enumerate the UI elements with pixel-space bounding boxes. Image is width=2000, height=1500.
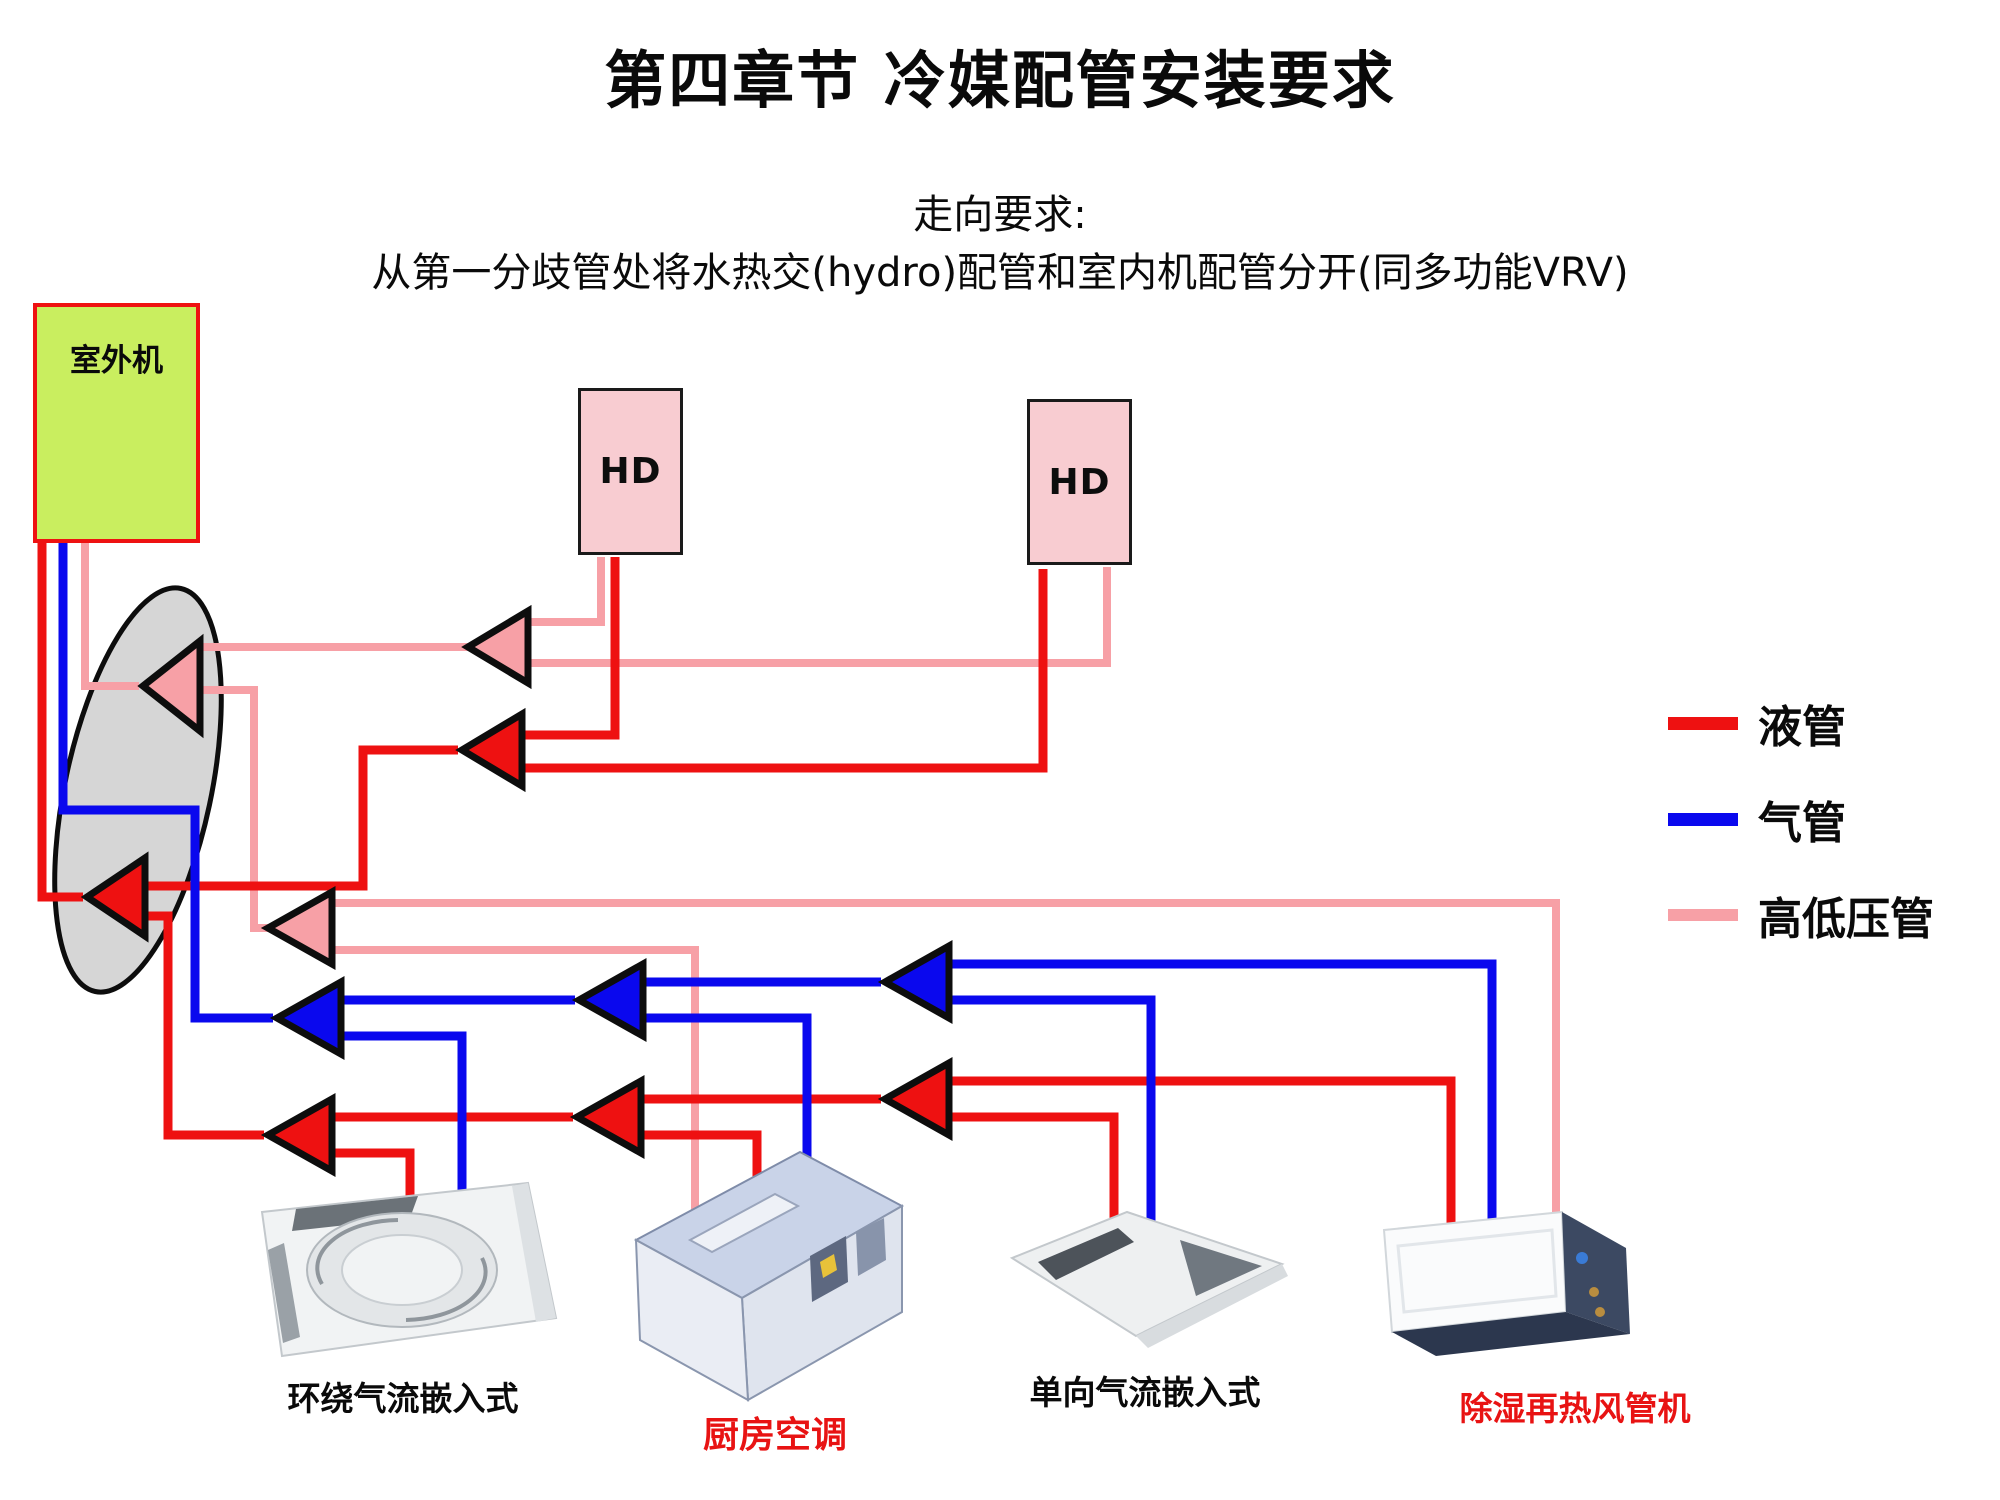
hplp-trunk [81, 543, 139, 690]
subtitle-line1: 走向要求: [913, 192, 1087, 238]
liquid-to-unit3 [945, 1112, 1119, 1240]
oneway-vent-slot [1038, 1228, 1134, 1280]
high-low-pressure-pipe-swatch [1668, 909, 1738, 921]
gas-to-unit1 [337, 1031, 467, 1245]
hplp-refnet-2 [461, 604, 532, 690]
gas-refnet-2 [571, 958, 647, 1042]
hplp-refnet-3 [260, 886, 336, 970]
indoor-unit-duct-image [1382, 1210, 1630, 1356]
unit-label-duct: 除湿再热风管机 [1459, 1389, 1691, 1428]
cassette-swirl-1 [315, 1218, 399, 1286]
gas-refnet-1 [269, 976, 345, 1060]
oneway-corner-vent [1180, 1240, 1262, 1296]
legend-label-liquid: 液管 [1758, 702, 1846, 753]
legend-item-liquid: 液管 [1668, 698, 1934, 753]
high-low-pressure-pipes [81, 543, 1560, 1230]
cassette-vent-left [268, 1243, 300, 1343]
hplp-to-hd2 [524, 567, 1111, 667]
unit-label-kitchen: 厨房空调 [702, 1415, 847, 1456]
duct-panel-line [1396, 1228, 1558, 1314]
outdoor-unit-box: 室外机 [33, 303, 200, 543]
hydro-unit-2-label: HD [1048, 461, 1111, 503]
cassette-shade-right [512, 1183, 556, 1322]
gas-to-kitchen-unit [639, 1013, 812, 1185]
hplp-to-kitchen-unit [328, 946, 699, 1215]
kitchen-component-3 [820, 1254, 837, 1278]
gas-pipe-swatch [1668, 812, 1738, 826]
indoor-unit-round-flow-cassette-image [260, 1181, 558, 1358]
refnet-joints [80, 604, 953, 1177]
liquid-refnet-2 [455, 707, 526, 793]
liquid-refnet-4 [569, 1075, 645, 1159]
unit-label-round-flow-cassette: 环绕气流嵌入式 [287, 1379, 519, 1418]
cassette-swirl-2 [405, 1257, 488, 1322]
first-branch-highlight-ellipse [52, 585, 224, 995]
liquid-to-hd2 [518, 569, 1048, 773]
gas-trunk [58, 543, 273, 1023]
gas-to-duct-unit [945, 959, 1497, 1240]
duct-valve-1 [1589, 1287, 1599, 1297]
liquid-to-duct-unit [945, 1076, 1456, 1245]
hydro-unit-1-label: HD [599, 451, 662, 492]
cassette-grille-inner [341, 1234, 463, 1306]
gas-to-unit3 [945, 995, 1156, 1225]
legend-item-hplp: 高低压管 [1668, 890, 1934, 945]
liquid-trunk [37, 543, 83, 902]
legend: 液管 气管 高低压管 [1668, 698, 1934, 986]
gas-pipes [58, 543, 1497, 1245]
liquid-to-hd1 [518, 557, 620, 740]
hplp-to-hd1 [524, 557, 605, 626]
outdoor-unit-label: 室外机 [70, 343, 163, 379]
indoor-unit-kitchen-image [633, 1150, 905, 1402]
indoor-unit-one-way-cassette-image [1009, 1210, 1288, 1348]
page-title: 第四章节 冷媒配管安装要求 [604, 44, 1396, 117]
liquid-to-hd-refnet [141, 745, 458, 891]
cassette-vent-top [292, 1196, 418, 1231]
liquid-pipe-swatch [1668, 716, 1738, 730]
hydro-unit-1-box: HD [578, 388, 683, 555]
legend-item-gas: 气管 [1668, 794, 1934, 849]
legend-label-gas: 气管 [1758, 798, 1846, 849]
liquid-refnet-1 [80, 851, 149, 943]
subtitle-line2: 从第一分歧管处将水热交(hydro)配管和室内机配管分开(同多功能VRV) [371, 250, 1629, 296]
hplp-to-duct-unit [328, 899, 1560, 1230]
oneway-edge-shade [1136, 1264, 1288, 1348]
liquid-down-trunk [141, 911, 264, 1140]
hydro-unit-2-box: HD [1027, 399, 1132, 565]
duct-blue-port [1576, 1252, 1588, 1264]
duct-bottom [1392, 1312, 1630, 1356]
unit-label-one-way-cassette: 单向气流嵌入式 [1029, 1373, 1261, 1412]
liquid-pipes [37, 543, 1456, 1250]
kitchen-left-face [634, 1238, 750, 1402]
duct-right-side [1562, 1212, 1630, 1334]
hplp-refnet-1 [137, 633, 204, 739]
kitchen-top-slot [687, 1192, 801, 1254]
legend-label-hplp: 高低压管 [1758, 894, 1934, 945]
gas-refnet-3 [877, 940, 953, 1024]
duct-valve-2 [1595, 1307, 1605, 1317]
kitchen-component-2 [856, 1218, 886, 1276]
liquid-refnet-5 [877, 1057, 953, 1141]
liquid-refnet-3 [260, 1093, 336, 1177]
